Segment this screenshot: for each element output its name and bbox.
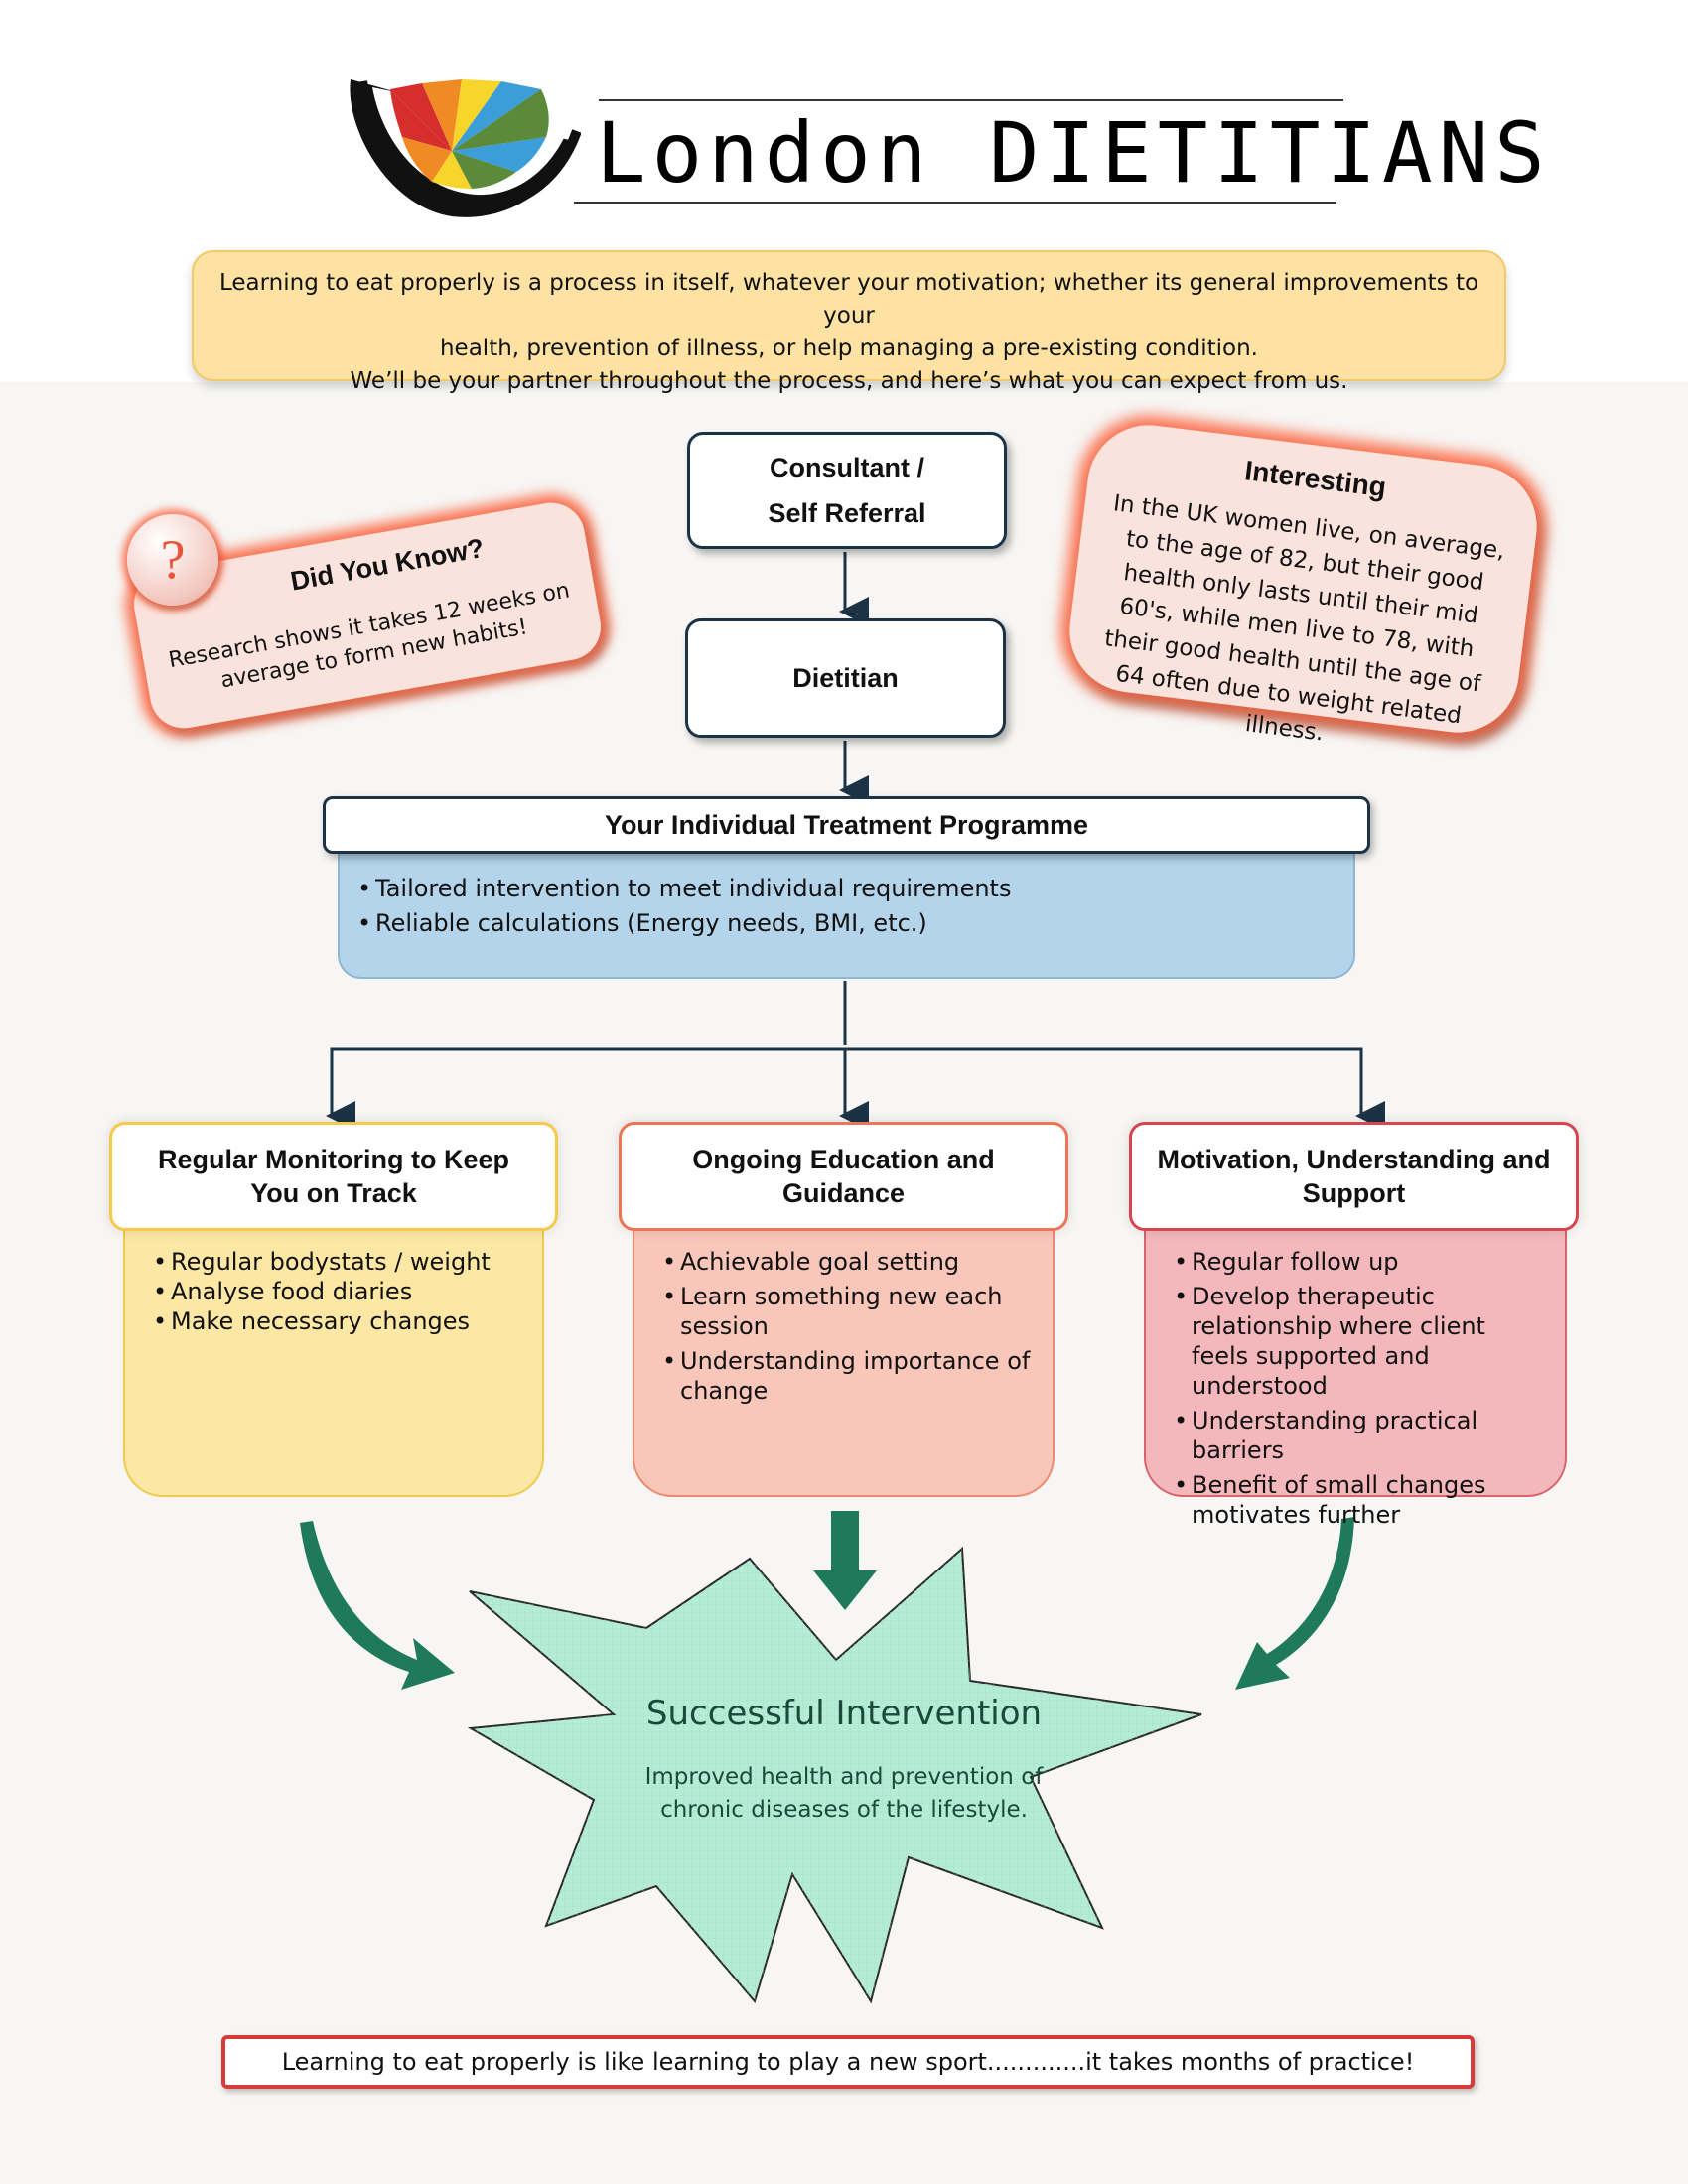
- support-item: Understanding practical barriers: [1174, 1406, 1545, 1465]
- education-item: Achievable goal setting: [662, 1247, 1033, 1277]
- monitoring-title-line-1: Regular Monitoring to Keep: [158, 1145, 509, 1174]
- support-heading: Motivation, Understanding and Support: [1129, 1122, 1579, 1231]
- intro-line-3: We’ll be your partner throughout the pro…: [350, 368, 1348, 394]
- education-title-line-1: Ongoing Education and: [692, 1145, 995, 1174]
- dietitian-node: Dietitian: [685, 618, 1006, 738]
- education-item: Understanding importance of change: [662, 1346, 1033, 1406]
- brand-bottom-rule: [574, 202, 1336, 204]
- monitoring-heading: Regular Monitoring to Keep You on Track: [109, 1122, 558, 1231]
- outcome-title: Successful Intervention: [645, 1694, 1043, 1733]
- education-title-line-2: Guidance: [781, 1178, 906, 1208]
- outcome-starburst: [467, 1546, 1202, 2004]
- monitoring-item: Analyse food diaries: [153, 1277, 522, 1306]
- intro-line-2: health, prevention of illness, or help m…: [439, 336, 1258, 361]
- outcome-text: Improved health and prevention of chroni…: [644, 1764, 1044, 1823]
- intro-line-1: Learning to eat properly is a process in…: [218, 270, 1479, 329]
- support-item: Regular follow up: [1174, 1247, 1545, 1277]
- education-details: Achievable goal setting Learn something …: [633, 1221, 1055, 1497]
- curved-arrow-left: [300, 1521, 455, 1690]
- curved-arrow-right: [1235, 1517, 1354, 1690]
- monitoring-title-line-2: You on Track: [250, 1178, 417, 1208]
- referral-node: Consultant / Self Referral: [687, 432, 1007, 549]
- education-item: Learn something new each session: [662, 1282, 1033, 1341]
- support-title-line-2: Support: [1302, 1178, 1406, 1208]
- programme-item: Reliable calculations (Energy needs, BMI…: [357, 906, 1336, 941]
- interesting-callout: Interesting In the UK women live, on ave…: [1062, 418, 1544, 747]
- support-details: Regular follow up Develop therapeutic re…: [1144, 1221, 1567, 1529]
- education-heading: Ongoing Education and Guidance: [619, 1122, 1068, 1231]
- question-mark-icon: ?: [127, 514, 218, 606]
- interesting-text: In the UK women live, on average, to the…: [1102, 490, 1506, 747]
- monitoring-item: Make necessary changes: [153, 1306, 522, 1336]
- green-arrows: [300, 1511, 1354, 1690]
- support-title-line-1: Motivation, Understanding and: [1157, 1145, 1551, 1174]
- referral-label-line-2: Self Referral: [768, 498, 926, 528]
- support-item: Develop therapeutic relationship where c…: [1174, 1282, 1545, 1401]
- dietitian-label: Dietitian: [792, 663, 899, 693]
- footer-quote: Learning to eat properly is like learnin…: [221, 2035, 1475, 2089]
- monitoring-details: Regular bodystats / weight Analyse food …: [123, 1221, 544, 1497]
- intro-banner: Learning to eat properly is a process in…: [192, 250, 1506, 394]
- brand-top-rule: [599, 99, 1343, 101]
- did-you-know-title: Did You Know?: [288, 532, 487, 597]
- referral-label-line-1: Consultant /: [770, 453, 924, 482]
- monitoring-item: Regular bodystats / weight: [153, 1247, 522, 1277]
- programme-item: Tailored intervention to meet individual…: [357, 872, 1336, 906]
- programme-details: Tailored intervention to meet individual…: [338, 852, 1355, 979]
- support-item: Benefit of small changes motivates furth…: [1174, 1470, 1545, 1530]
- down-arrow-middle: [813, 1511, 877, 1610]
- logo-icon: [350, 79, 581, 217]
- brand-title: London DIETITIANS: [596, 104, 1551, 202]
- programme-title: Your Individual Treatment Programme: [323, 796, 1370, 854]
